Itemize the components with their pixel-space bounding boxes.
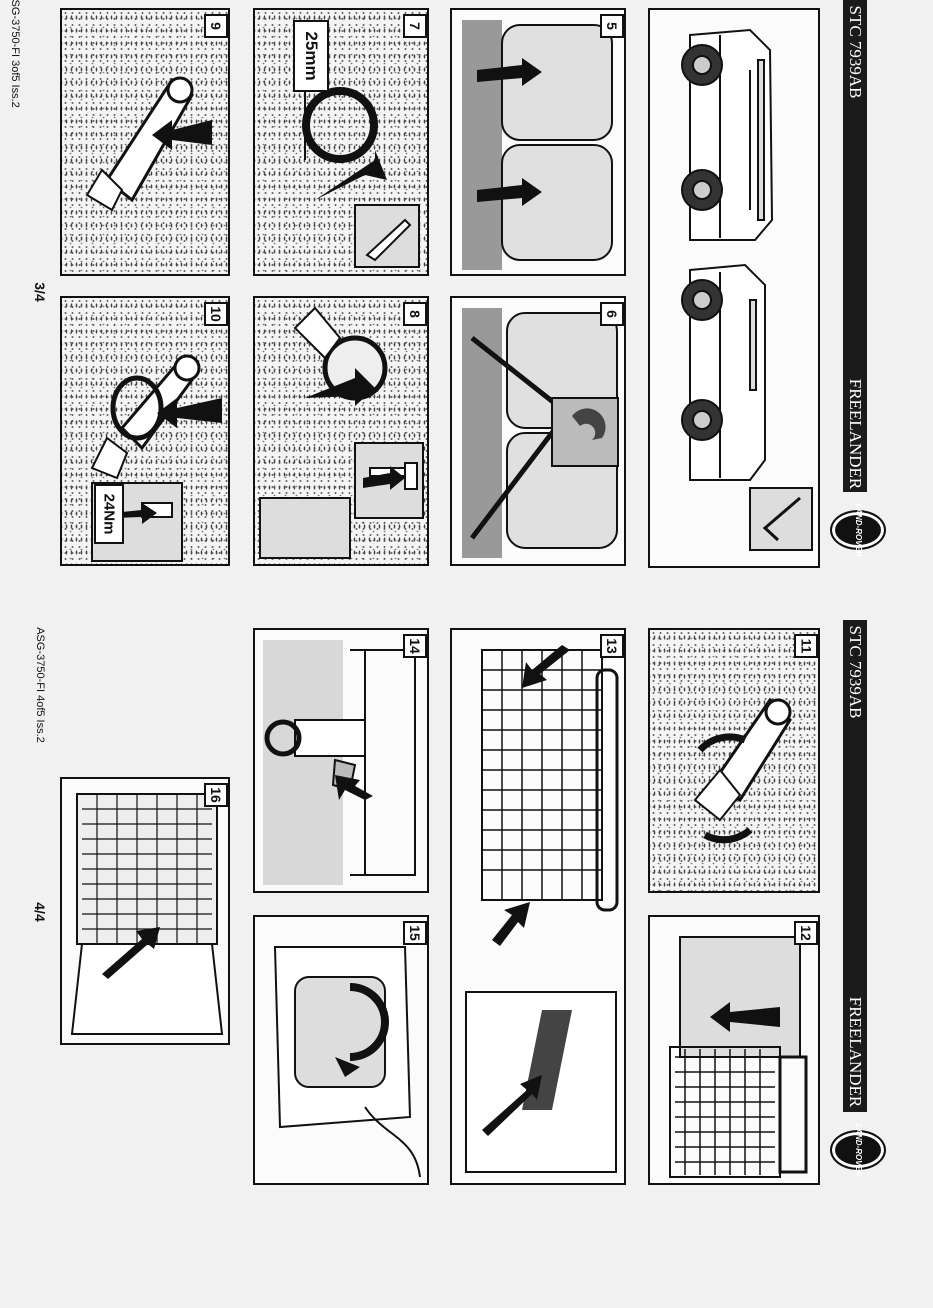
step-16-number: 16 [204, 783, 228, 807]
step-13-panel: 13 [450, 628, 626, 1185]
step-12-number: 12 [794, 921, 818, 945]
page-fraction-top: 3/4 [32, 282, 48, 302]
step-11-panel: 11 [648, 628, 820, 893]
page-fraction-bottom: 4/4 [32, 902, 48, 922]
doc-code-bottom: ASG-3750-FI 4of5 Iss.2 [34, 627, 46, 743]
step-9-panel: 9 [60, 8, 230, 276]
step-12-panel: 12 [648, 915, 820, 1185]
step-11-number: 11 [794, 634, 818, 658]
step-6-panel: 6 [450, 296, 626, 566]
step-15-panel: 15 [253, 915, 429, 1185]
header-band-top [843, 0, 867, 492]
vehicle-3-door-illustration [681, 263, 766, 481]
step-16-panel: 16 [60, 777, 230, 1045]
step-14-panel: 14 [253, 628, 429, 893]
step-5-panel: 5 [450, 8, 626, 276]
step-8-panel: 8 [253, 296, 429, 566]
step-13-number: 13 [600, 634, 624, 658]
step-14-number: 14 [403, 634, 427, 658]
step-9-number: 9 [204, 14, 228, 38]
torque-label-box: 24Nm [94, 484, 124, 544]
step-6-number: 6 [600, 302, 624, 326]
ref-code-bottom: STC 7939AB [846, 625, 865, 719]
vehicle-5-door-illustration [681, 28, 774, 241]
land-rover-logo-bottom: LAND-ROVER [830, 1123, 886, 1177]
doc-code-top: ASG-3750-FI 3of5 Iss.2 [9, 0, 21, 108]
checkmark-icon [749, 487, 813, 551]
overview-panel [648, 8, 820, 568]
step-8-number: 8 [403, 302, 427, 326]
step-7-number: 7 [403, 14, 427, 38]
measurement-label-box: 25mm [293, 20, 329, 92]
step-5-number: 5 [600, 14, 624, 38]
model-name-top: FREELANDER [846, 378, 865, 490]
header-band-bottom [843, 620, 867, 1112]
step-15-number: 15 [403, 921, 427, 945]
step-10-panel: 10 24Nm [60, 296, 230, 566]
model-name-bottom: FREELANDER [846, 996, 865, 1108]
step-7-panel: 7 25mm [253, 8, 429, 276]
step-10-number: 10 [204, 302, 228, 326]
ref-code-top: STC 7939AB [846, 5, 865, 99]
land-rover-logo-top: LAND-ROVER [830, 503, 886, 557]
